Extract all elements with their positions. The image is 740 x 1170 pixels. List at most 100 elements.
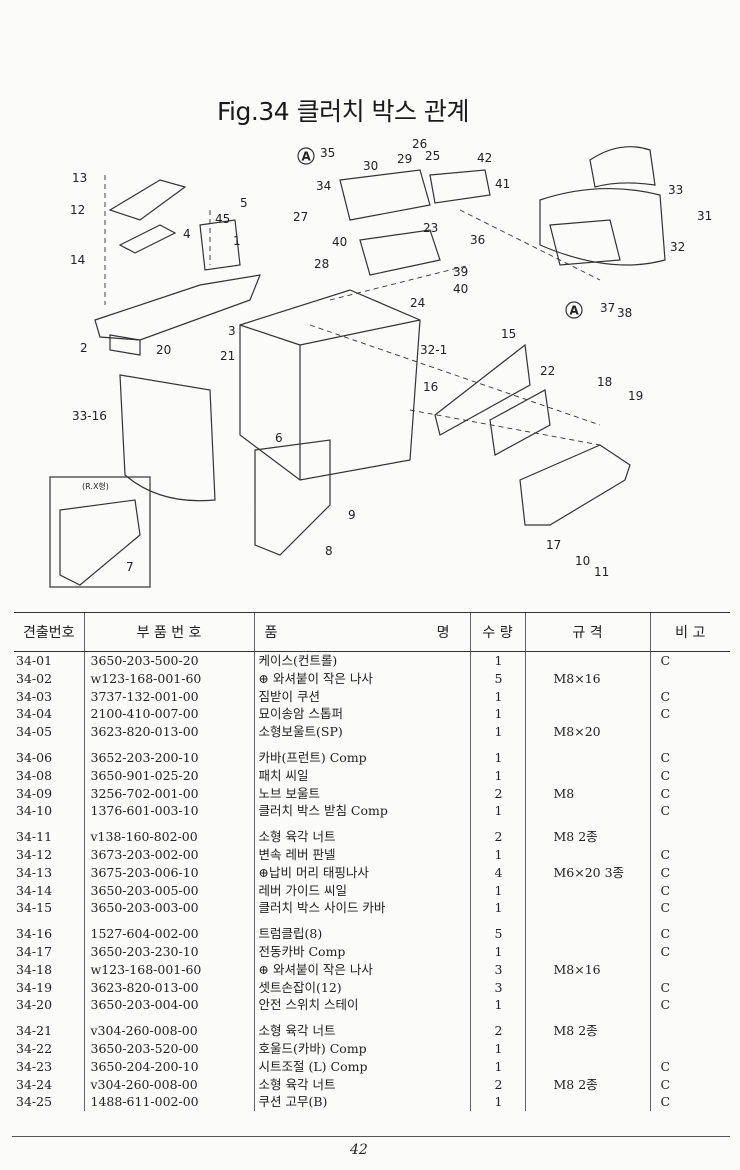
svg-text:10: 10 (575, 554, 590, 568)
spec-cell: M8×16 (524, 669, 650, 688)
part-name-cell: 안전 스위치 스테이 (253, 996, 470, 1015)
ref-number-cell: 34-15 (16, 900, 53, 916)
ref-number-cell: 34-06 (16, 749, 53, 765)
spec-cell (524, 1057, 650, 1076)
svg-text:38: 38 (617, 306, 632, 320)
part-number-cell: 3650-203-003-00 (83, 899, 254, 918)
spec-cell: M8 2종 (524, 1014, 650, 1040)
column-header: 품 (253, 612, 366, 652)
part-name-cell: 시트조절 (L) Comp (253, 1057, 470, 1076)
part-name-cell: ⊕납비 머리 태핑나사 (253, 863, 470, 882)
remarks-cell: C (649, 917, 730, 943)
diagram-shape (539, 187, 666, 266)
ref-number-cell: 34-14 (16, 882, 53, 898)
svg-text:30: 30 (363, 159, 378, 173)
quantity-cell: 2 (469, 1014, 525, 1040)
ref-number-cell: 34-13 (16, 864, 53, 880)
spec-cell: M8×16 (524, 960, 650, 979)
svg-text:A: A (570, 304, 580, 318)
part-name-cell: 패치 씨일 (253, 766, 470, 785)
svg-text:29: 29 (397, 152, 412, 166)
svg-text:26: 26 (412, 137, 427, 151)
svg-text:7: 7 (126, 560, 134, 574)
diagram-shape (489, 389, 551, 456)
part-name-cell: 소형 육각 너트 (253, 820, 470, 846)
part-number-cell: 1376-601-003-10 (83, 802, 254, 821)
remarks-cell: C (649, 705, 730, 724)
spec-cell (524, 705, 650, 724)
remarks-cell: C (649, 651, 730, 670)
ref-number-cell: 34-02 (16, 670, 53, 686)
svg-text:6: 6 (275, 431, 283, 445)
remarks-cell: C (649, 1093, 730, 1112)
page-number: 42 (350, 1142, 368, 1158)
column-header: 명 (366, 612, 470, 652)
part-number-cell: 3652-203-200-10 (83, 740, 254, 767)
spec-cell (524, 740, 650, 767)
part-number-cell: 2100-410-007-00 (83, 705, 254, 724)
ref-number-cell: 34-21 (16, 1023, 53, 1039)
quantity-cell: 1 (469, 1093, 525, 1112)
svg-text:17: 17 (546, 538, 561, 552)
part-name-cell: 묘이송암 스톱퍼 (253, 705, 470, 724)
svg-text:40: 40 (332, 235, 347, 249)
quantity-cell: 4 (469, 863, 525, 882)
ref-number-cell: 34-23 (16, 1058, 53, 1074)
quantity-cell: 1 (469, 687, 525, 706)
part-name-cell: 셋트손잡이(12) (253, 978, 470, 997)
part-number-cell: 1488-611-002-00 (83, 1093, 254, 1112)
svg-text:33-16: 33-16 (72, 409, 107, 423)
remarks-cell: C (649, 766, 730, 785)
callout-labels: 13 12 14 4 5 45 1 2 3 20 21 35 30 29 26 … (70, 137, 712, 579)
quantity-cell: 1 (469, 766, 525, 785)
exploded-parts-diagram: A A 13 12 14 4 5 45 1 2 3 20 21 35 30 29… (49, 137, 712, 588)
spec-cell (524, 996, 650, 1015)
remarks-cell: C (649, 784, 730, 803)
quantity-cell: 2 (469, 1075, 525, 1094)
svg-text:36: 36 (470, 233, 485, 247)
part-number-cell: 3675-203-006-10 (83, 863, 254, 882)
svg-text:24: 24 (410, 296, 425, 310)
part-name-cell: 클러치 박스 사이드 카바 (253, 899, 470, 918)
part-number-cell: w123-168-001-60 (83, 960, 254, 979)
column-header: 규 격 (524, 612, 650, 652)
svg-text:40: 40 (453, 282, 468, 296)
part-number-cell: v304-260-008-00 (83, 1075, 254, 1094)
svg-text:16: 16 (423, 380, 438, 394)
diagram-shape (434, 343, 531, 436)
diagram-shape (94, 274, 261, 341)
part-name-cell: 소형보울트(SP) (253, 723, 470, 741)
remarks-cell (649, 669, 730, 688)
svg-text:3: 3 (228, 324, 236, 338)
svg-text:31: 31 (697, 209, 712, 223)
spec-cell: M8 2종 (524, 1075, 650, 1094)
svg-text:32: 32 (670, 240, 685, 254)
part-number-cell: 3623-820-013-00 (83, 978, 254, 997)
quantity-cell: 3 (469, 960, 525, 979)
remarks-cell: C (649, 899, 730, 918)
part-name-cell: 클러치 박스 받침 Comp (253, 802, 470, 821)
ref-number-cell: 34-22 (16, 1040, 53, 1056)
remarks-cell: C (649, 845, 730, 864)
part-number-cell: 3650-203-004-00 (83, 996, 254, 1015)
spec-cell (524, 942, 650, 961)
svg-text:9: 9 (348, 508, 356, 522)
part-number-cell: v304-260-008-00 (83, 1014, 254, 1040)
part-name-cell: 소형 육각 너트 (253, 1014, 470, 1040)
diagram-shape (339, 169, 431, 221)
remarks-cell: C (649, 687, 730, 706)
ref-number-cell: 34-04 (16, 706, 53, 722)
part-name-cell: 소형 육각 너트 (253, 1075, 470, 1094)
quantity-cell: 1 (469, 1039, 525, 1058)
quantity-cell: 1 (469, 723, 525, 741)
